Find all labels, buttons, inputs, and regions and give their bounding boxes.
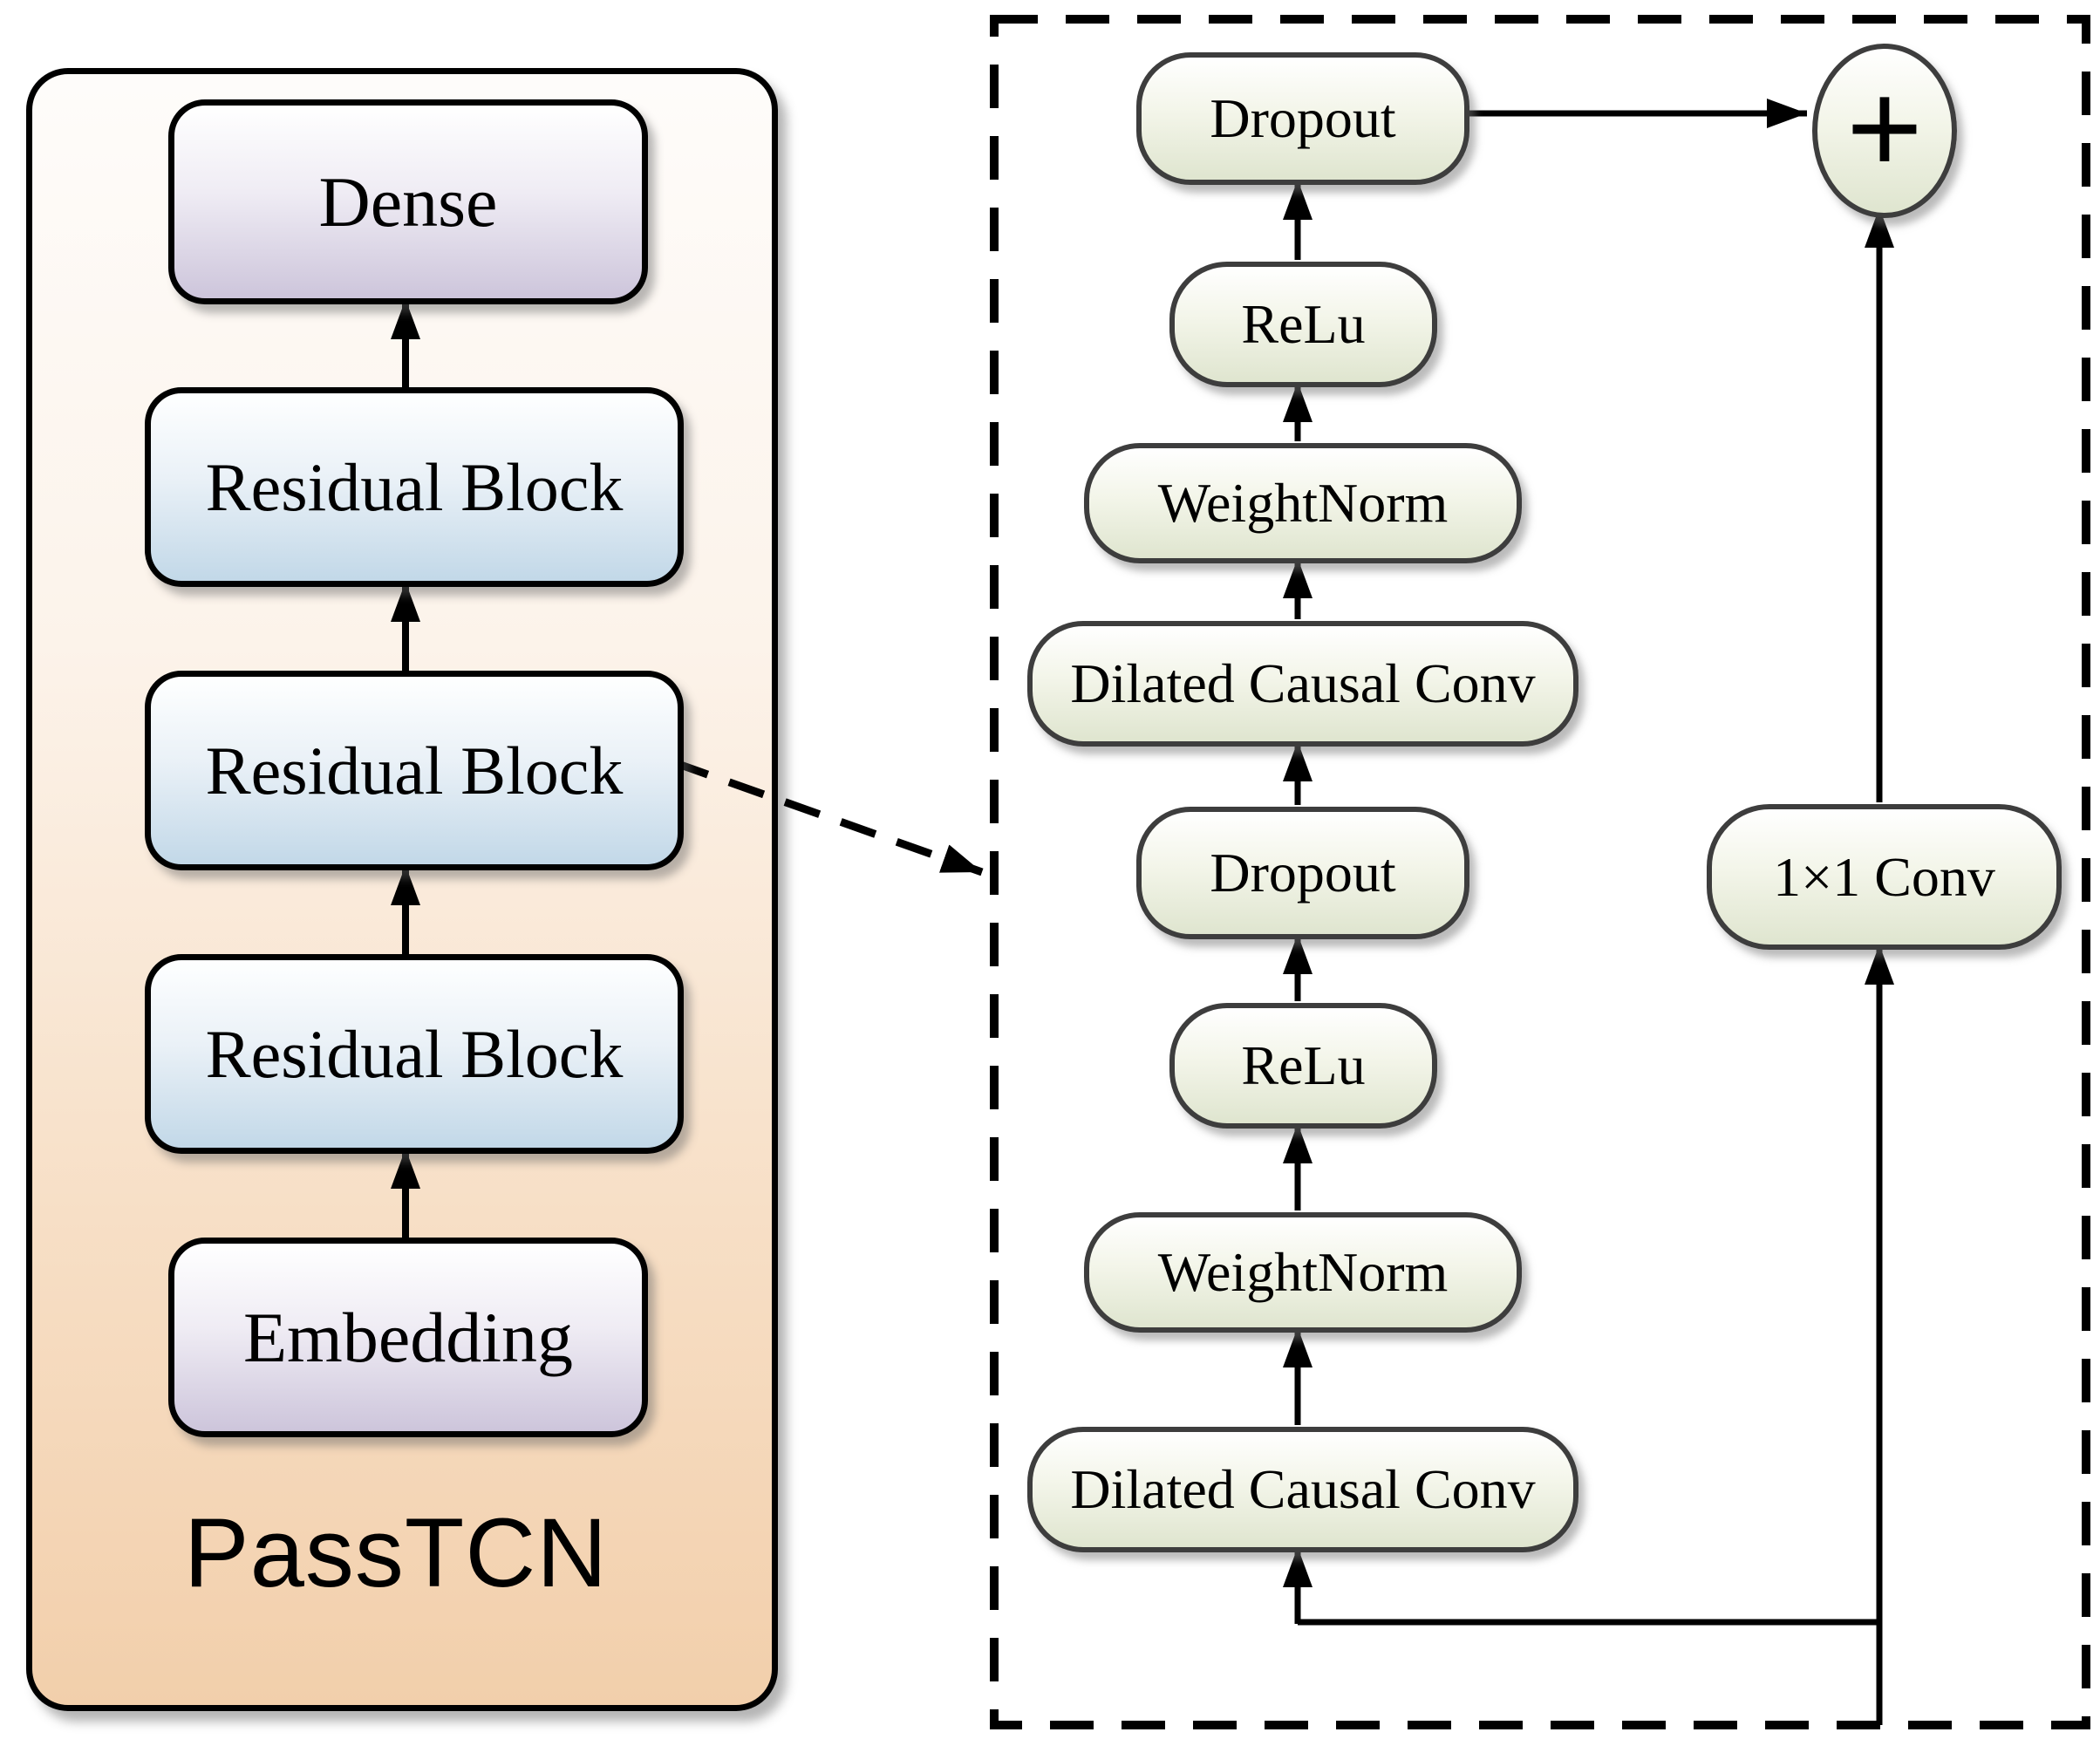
residual-detail-panel-border	[990, 15, 2090, 1729]
residual-block-1-box: Residual Block	[145, 387, 684, 587]
dashed-expansion-arrow	[672, 758, 984, 876]
one-by-one-conv-label: 1×1 Conv	[1773, 845, 1995, 908]
one-by-one-conv-box: 1×1 Conv	[1707, 804, 2062, 950]
residual-block-1-label: Residual Block	[205, 448, 624, 525]
residual-block-2-box: Residual Block	[145, 671, 684, 870]
dense-layer-label: Dense	[318, 161, 498, 242]
weightnorm-top-label: WeightNorm	[1157, 472, 1449, 534]
residual-block-2-label: Residual Block	[205, 732, 624, 808]
dense-layer-box: Dense	[168, 99, 648, 304]
dropout-box-top: Dropout	[1136, 52, 1469, 185]
weightnorm-box-top: WeightNorm	[1084, 443, 1522, 563]
plus-icon: +	[1846, 54, 1923, 201]
dropout-middle-label: Dropout	[1210, 842, 1396, 904]
dropout-box-middle: Dropout	[1136, 807, 1469, 939]
residual-block-3-box: Residual Block	[145, 954, 684, 1154]
embedding-layer-label: Embedding	[242, 1297, 574, 1377]
relu-box-middle: ReLu	[1169, 1003, 1437, 1129]
sum-node: +	[1812, 44, 1957, 218]
dilated-causal-conv-box-top: Dilated Causal Conv	[1027, 621, 1578, 747]
dilated-causal-conv-box-bottom: Dilated Causal Conv	[1027, 1427, 1578, 1552]
residual-block-3-label: Residual Block	[205, 1015, 624, 1092]
embedding-layer-box: Embedding	[168, 1238, 648, 1437]
relu-top-label: ReLu	[1241, 293, 1366, 355]
dilated-causal-conv-bottom-label: Dilated Causal Conv	[1070, 1458, 1536, 1520]
dilated-causal-conv-top-label: Dilated Causal Conv	[1070, 652, 1536, 714]
weightnorm-bottom-label: WeightNorm	[1157, 1241, 1449, 1303]
passtcn-title: PassTCN	[183, 1498, 609, 1607]
weightnorm-box-bottom: WeightNorm	[1084, 1212, 1522, 1333]
dropout-top-label: Dropout	[1210, 87, 1396, 149]
relu-box-top: ReLu	[1169, 262, 1437, 387]
relu-middle-label: ReLu	[1241, 1034, 1366, 1096]
